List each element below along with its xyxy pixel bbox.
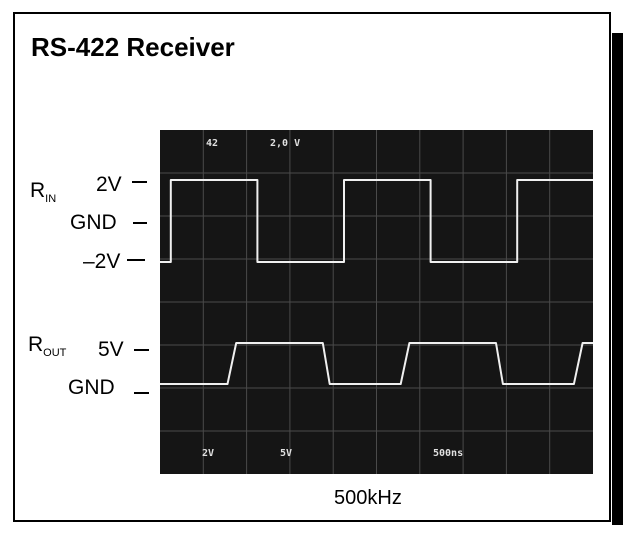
readout-top-volts: 2,0 V [270, 138, 300, 149]
trace-r-out [160, 342, 593, 385]
readout-top-left: 42 [206, 138, 218, 149]
trace-r-in [160, 179, 593, 263]
r-in-neg2v-tick [127, 259, 145, 261]
frequency-label: 500kHz [334, 487, 402, 509]
scope-grid [160, 130, 593, 474]
readout-timebase: 500ns [433, 448, 463, 459]
readout-ch2-scale: 5V [280, 448, 292, 459]
r-in-neg2v-label: –2V [83, 250, 121, 273]
r-in-gnd-tick [133, 222, 147, 224]
figure-title: RS-422 Receiver [31, 32, 235, 62]
r-in-2v-tick [132, 181, 147, 183]
r-out-gnd-label: GND [68, 376, 115, 399]
r-out-5v-label: 5V [98, 338, 124, 361]
r-out-label: ROUT [28, 333, 67, 359]
r-out-5v-tick [134, 349, 149, 351]
oscilloscope-screen: 42 2,0 V 2V 5V 500ns [160, 130, 593, 474]
frame-shadow [612, 33, 623, 525]
r-in-2v-label: 2V [96, 173, 122, 196]
scope-traces [160, 179, 593, 385]
r-in-gnd-label: GND [70, 211, 117, 234]
r-out-gnd-tick [134, 392, 149, 394]
readout-ch1-scale: 2V [202, 448, 214, 459]
r-in-label: RIN [30, 179, 57, 205]
